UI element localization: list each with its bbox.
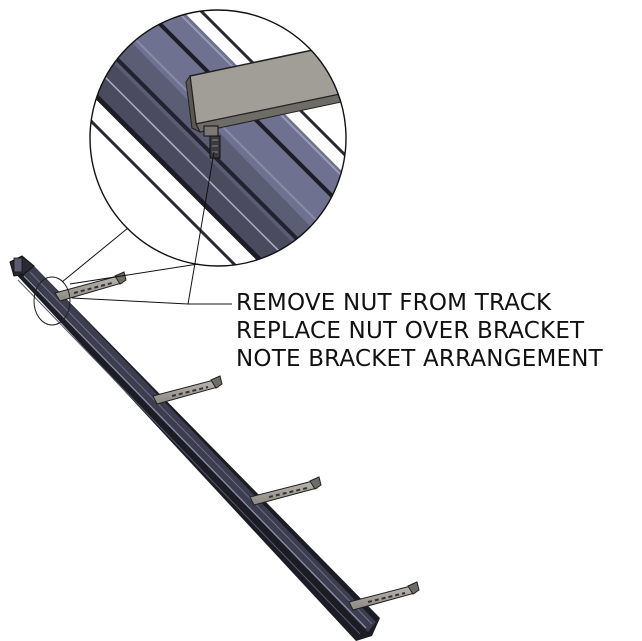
nut-fastener xyxy=(203,125,221,159)
instruction-replace-nut: REPLACE NUT OVER BRACKET xyxy=(236,318,585,344)
detail-marker-circle xyxy=(33,276,71,326)
instruction-bracket-arrangement: NOTE BRACKET ARRANGEMENT xyxy=(236,346,603,372)
detail-leader-line xyxy=(61,227,129,283)
mounting-bracket xyxy=(54,271,127,302)
callout-leader xyxy=(71,297,189,305)
track-rail xyxy=(9,255,380,641)
mounting-bracket xyxy=(152,375,223,405)
instruction-remove-nut: REMOVE NUT FROM TRACK xyxy=(236,290,552,316)
detail-magnifier xyxy=(89,9,347,267)
mounting-bracket xyxy=(348,581,420,611)
mounting-bracket xyxy=(249,476,322,506)
detail-leader-line xyxy=(69,263,199,285)
